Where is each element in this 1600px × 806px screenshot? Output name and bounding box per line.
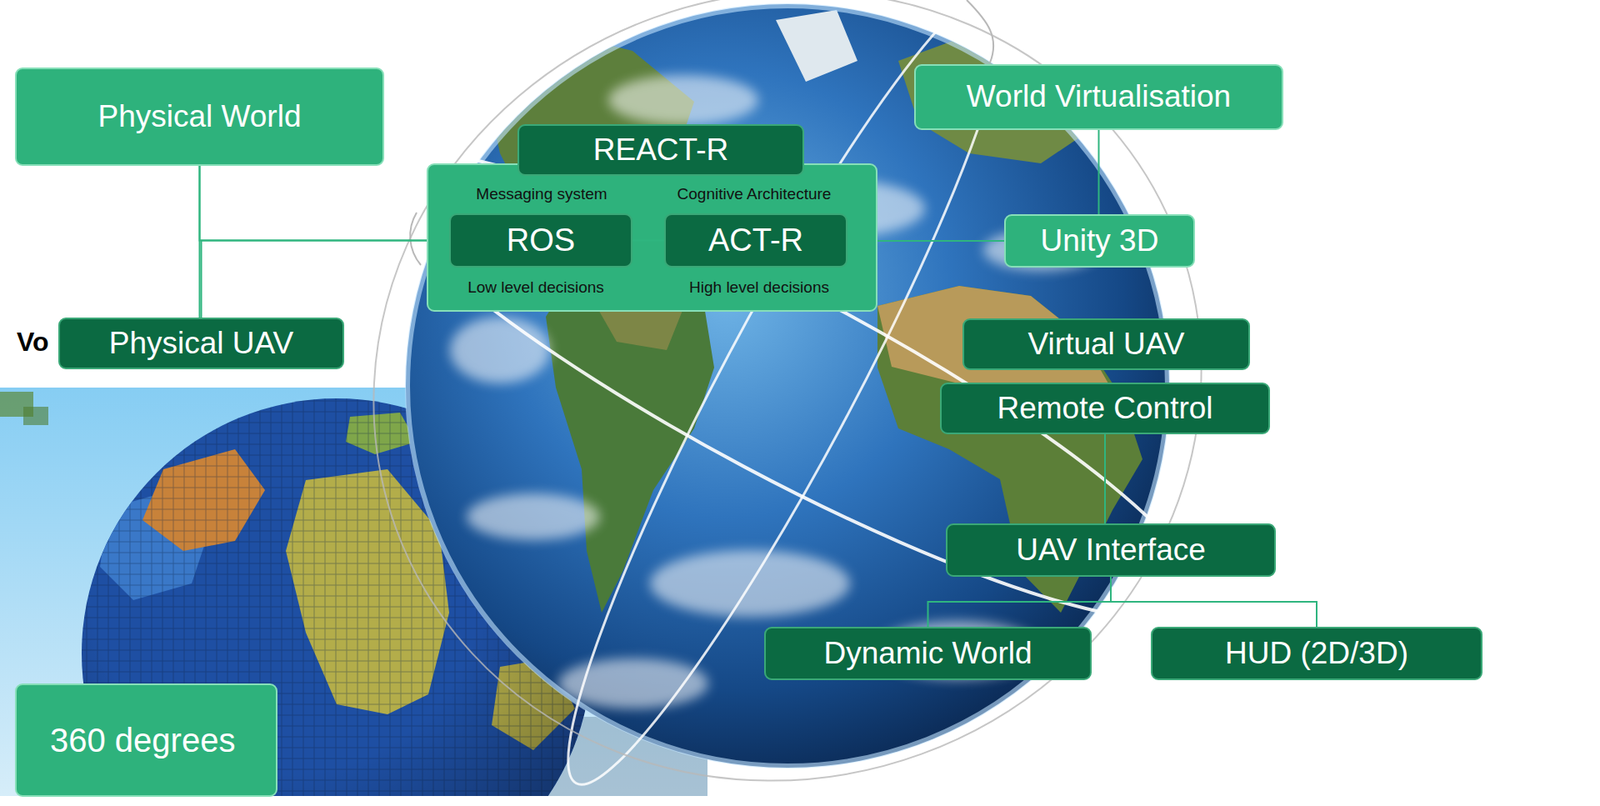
connector-line (200, 165, 428, 241)
box-text: Dynamic World (823, 635, 1032, 672)
dark-box: Remote Control (940, 382, 1270, 435)
light-box: World Virtualisation (914, 64, 1284, 130)
box-text: ACT-R (708, 222, 804, 260)
box-text: Virtual UAV (1028, 326, 1185, 363)
box-text: Unity 3D (1040, 223, 1160, 260)
box-text: Remote Control (996, 390, 1213, 427)
connector-line (199, 165, 201, 318)
connector-line (1098, 130, 1100, 215)
connector-line (1110, 576, 1317, 627)
connector-line (632, 240, 665, 242)
connector-line (928, 576, 1112, 627)
dark-box: Physical UAV (58, 317, 345, 370)
box-text: World Virtualisation (966, 79, 1231, 115)
dark-box: Dynamic World (764, 626, 1092, 680)
dark-box: Virtual UAV (962, 318, 1250, 370)
dark-box: ROS (449, 213, 633, 268)
box-text: 360 degrees (50, 720, 235, 760)
dark-box: HUD (2D/3D) (1150, 626, 1483, 680)
dark-box: ACT-R (664, 213, 848, 268)
caption-label: Low level decisions (467, 279, 605, 297)
box-text: Physical World (97, 99, 301, 135)
partial-label: Vo (16, 327, 50, 357)
caption-label: High level decisions (689, 279, 830, 297)
box-text: HUD (2D/3D) (1225, 635, 1409, 672)
box-text: UAV Interface (1015, 532, 1206, 569)
light-box: Physical World (15, 67, 385, 166)
light-box: Unity 3D (1004, 214, 1195, 268)
connector-line (877, 240, 1005, 242)
light-box: 360 degrees (15, 683, 278, 797)
box-text: Physical UAV (109, 325, 294, 362)
dark-box: UAV Interface (945, 523, 1276, 577)
caption-label: Messaging system (475, 185, 607, 204)
earth-globe (261, 0, 1313, 806)
box-text: ROS (506, 222, 575, 260)
caption-label: Cognitive Architecture (677, 185, 832, 204)
heading-box-text: REACT-R (517, 124, 805, 176)
connector-line (201, 240, 428, 318)
connector-line (1104, 434, 1106, 524)
